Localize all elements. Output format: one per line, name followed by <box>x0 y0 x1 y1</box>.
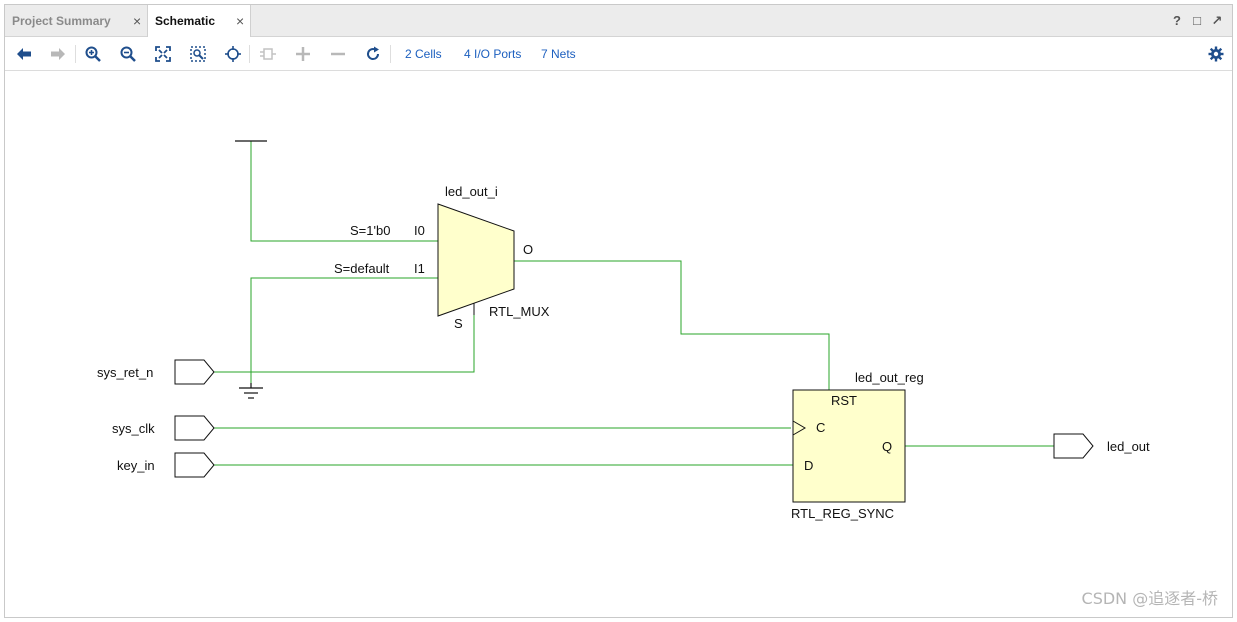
tab-label: Schematic <box>155 14 216 28</box>
maximize-icon[interactable]: □ <box>1193 13 1201 28</box>
mux-i1-condition: S=default <box>334 261 390 276</box>
zoom-fit-icon[interactable] <box>153 44 173 64</box>
tab-project-summary[interactable]: Project Summary × <box>5 5 147 37</box>
toolbar: 2 Cells 4 I/O Ports 7 Nets <box>5 37 1232 71</box>
input-port-key-in[interactable] <box>174 452 215 478</box>
net-gnd[interactable] <box>250 277 438 383</box>
net-const0[interactable] <box>250 141 438 242</box>
toolbar-separator <box>249 45 250 63</box>
cells-link[interactable]: 2 Cells <box>405 47 442 61</box>
tab-schematic[interactable]: Schematic × <box>147 5 251 38</box>
input-port-sys-clk[interactable] <box>174 415 215 441</box>
output-port-led-out[interactable] <box>1053 433 1094 459</box>
port-label: sys_ret_n <box>97 365 153 380</box>
close-icon[interactable]: × <box>133 13 142 29</box>
schematic-canvas[interactable]: led_out_i I0 I1 O S RTL_MUX S=1'b0 S=def… <box>5 71 1232 617</box>
nets-link[interactable]: 7 Nets <box>541 47 576 61</box>
reg-pin-q: Q <box>882 439 892 454</box>
expand-icon[interactable] <box>293 44 313 64</box>
remove-icon[interactable] <box>328 44 348 64</box>
back-icon[interactable] <box>14 44 34 64</box>
port-label: key_in <box>117 458 155 473</box>
tab-bar: Project Summary × Schematic × ? □ ↗ <box>5 5 1232 38</box>
zoom-area-icon[interactable] <box>188 44 208 64</box>
mux-instance-label: led_out_i <box>445 184 498 199</box>
toolbar-separator <box>75 45 76 63</box>
schematic-window: Project Summary × Schematic × ? □ ↗ <box>4 4 1233 618</box>
watermark: CSDN @追逐者-桥 <box>1081 589 1218 608</box>
mux-pin-i0: I0 <box>414 223 425 238</box>
forward-icon[interactable] <box>48 44 68 64</box>
toolbar-separator <box>390 45 391 63</box>
mux-cell[interactable] <box>437 203 515 317</box>
restore-icon[interactable]: ↗ <box>1211 13 1223 28</box>
reg-cell[interactable] <box>792 389 906 503</box>
reg-pin-rst: RST <box>831 393 857 408</box>
zoom-out-icon[interactable] <box>118 44 138 64</box>
port-label: sys_clk <box>112 421 155 436</box>
zoom-in-icon[interactable] <box>83 44 103 64</box>
close-icon[interactable]: × <box>236 13 245 29</box>
reg-pin-c: C <box>816 420 825 435</box>
io-ports-link[interactable]: 4 I/O Ports <box>464 47 522 61</box>
regenerate-icon[interactable] <box>363 44 383 64</box>
window-controls: ? □ ↗ <box>1170 14 1224 30</box>
net-sys-ret-n[interactable] <box>214 315 475 373</box>
mux-pin-s: S <box>454 316 463 331</box>
mux-pin-i1: I1 <box>414 261 425 276</box>
reg-type-label: RTL_REG_SYNC <box>791 506 894 521</box>
input-port-sys-ret-n[interactable] <box>174 359 215 385</box>
reg-instance-label: led_out_reg <box>855 370 924 385</box>
port-label: led_out <box>1107 439 1150 454</box>
mux-type-label: RTL_MUX <box>489 304 550 319</box>
mux-i0-condition: S=1'b0 <box>350 223 390 238</box>
mux-pin-o: O <box>523 242 533 257</box>
collapse-icon[interactable] <box>258 44 278 64</box>
help-icon[interactable]: ? <box>1173 13 1181 28</box>
select-icon[interactable] <box>223 44 243 64</box>
reg-pin-d: D <box>804 458 813 473</box>
gear-icon[interactable] <box>1206 44 1226 64</box>
ground-symbol <box>239 383 263 399</box>
net-mux-out[interactable] <box>514 260 830 390</box>
tab-label: Project Summary <box>12 14 111 28</box>
